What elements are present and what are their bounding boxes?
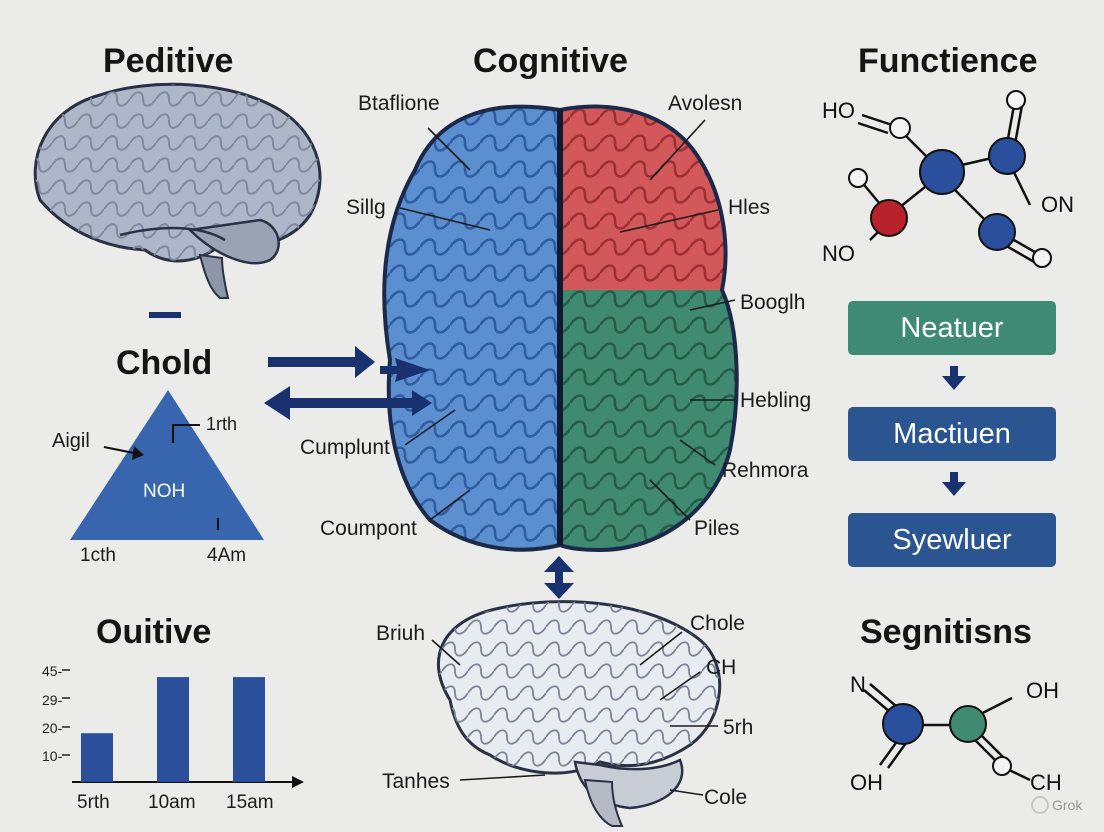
double-arrow-center-left — [264, 346, 432, 420]
label-cole: Cole — [704, 786, 748, 809]
title-functience: Functience — [858, 42, 1038, 80]
label-hles: Hles — [728, 196, 771, 219]
flow-step-mactiuen: Mactiuen — [848, 407, 1056, 461]
flow-step-syewluer: Syewluer — [848, 513, 1056, 567]
x-category-label: 10am — [148, 792, 196, 813]
label-tanhes: Tanhes — [382, 770, 450, 793]
triangle-center-label: NOH — [143, 481, 186, 502]
label-5rh: 5rh — [723, 716, 754, 739]
atom-label-ch: CH — [1030, 770, 1062, 795]
molecule-atoms-bottom — [882, 703, 1012, 776]
triangle-label-left: Aigil — [52, 430, 90, 452]
watermark-text: Grok — [1052, 797, 1083, 813]
label-sillg: Sillg — [346, 196, 386, 219]
triangle-label-bottom-right: 4Am — [207, 545, 247, 566]
brain-illustration-top-left — [33, 82, 322, 299]
atom-label-ho: HO — [822, 98, 855, 123]
y-tick-label: 10- — [42, 748, 63, 764]
title-ouitive: Ouitive — [96, 613, 212, 651]
atom-label-on: ON — [1041, 192, 1074, 217]
label-hebling: Hebling — [740, 389, 812, 412]
bottom-brain-leader-lines — [431, 631, 718, 796]
atom-label-oh-right: OH — [1026, 678, 1059, 703]
label-piles: Piles — [694, 517, 740, 540]
title-chold: Chold — [116, 344, 213, 382]
brain-illustration-bottom-center — [436, 600, 722, 827]
dash-divider — [149, 312, 181, 318]
y-tick-label: 29- — [42, 692, 63, 708]
center-brain-leader-lines — [399, 119, 736, 521]
label-booglh: Booglh — [740, 291, 806, 314]
y-tick-label: 45- — [42, 663, 63, 679]
title-cognitive: Cognitive — [473, 42, 628, 80]
brain-illustration-center — [382, 104, 739, 553]
label-rehmora: Rehmora — [722, 459, 809, 482]
label-coumpont: Coumpont — [320, 517, 417, 540]
triangle-label-top: 1rth — [206, 414, 238, 434]
molecule-atoms-top — [848, 90, 1052, 268]
x-category-label: 15am — [226, 792, 274, 813]
label-avolesn: Avolesn — [668, 92, 743, 115]
x-axis-arrow — [292, 776, 304, 788]
watermark-logo — [1031, 796, 1049, 814]
y-tick-label: 20- — [42, 720, 63, 736]
label-chole: Chole — [690, 612, 745, 635]
vertical-double-arrow — [544, 556, 574, 599]
triangle-diagram — [70, 390, 264, 540]
triangle-label-bottom-left: 1cth — [80, 545, 116, 566]
label-ch: CH — [706, 656, 737, 679]
bar-1 — [157, 677, 189, 782]
x-category-label: 5rth — [77, 792, 110, 813]
label-cumplunt: Cumplunt — [300, 436, 390, 459]
atom-label-oh-left: OH — [850, 770, 883, 795]
title-peditive: Peditive — [103, 42, 234, 80]
flow-step-neatuer: Neatuer — [848, 301, 1056, 355]
bar-0 — [81, 733, 113, 782]
atom-label-no: NO — [822, 241, 855, 266]
label-briuh: Briuh — [376, 622, 426, 645]
bar-chart — [62, 669, 304, 788]
title-segnitisns: Segnitisns — [860, 613, 1032, 651]
flow-arrows — [942, 366, 966, 496]
bar-2 — [233, 677, 265, 782]
label-btaflione: Btaflione — [358, 92, 440, 115]
atom-label-n: N — [850, 672, 866, 697]
